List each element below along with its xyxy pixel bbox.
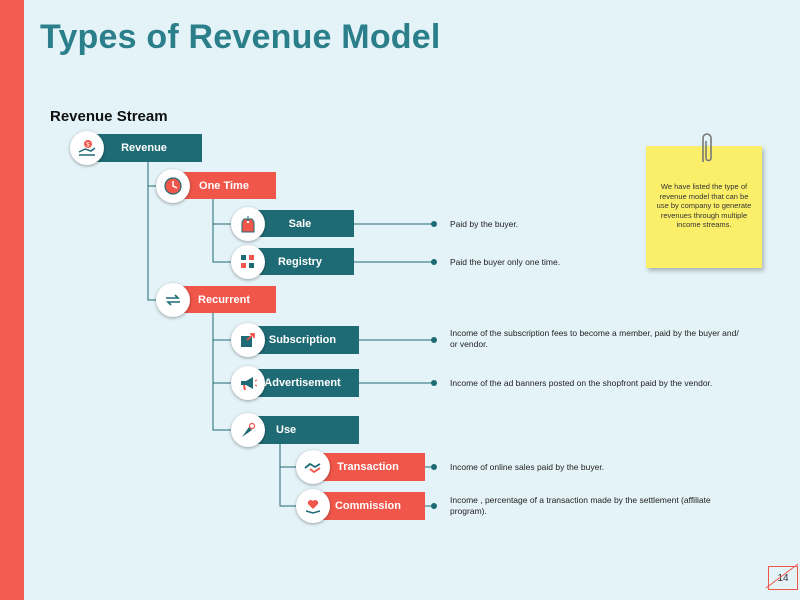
page-number: 14 [768, 566, 798, 590]
connector-dot [431, 221, 437, 227]
desc-advertisement: Income of the ad banners posted on the s… [450, 378, 713, 388]
share-icon [231, 323, 265, 357]
connector-dot [431, 503, 437, 509]
desc-sale: Paid by the buyer. [450, 219, 519, 229]
page-title: Types of Revenue Model [40, 18, 441, 56]
sticky-note: We have listed the type of revenue model… [646, 146, 762, 268]
desc-subscription: Income of the subscription fees to becom… [450, 328, 739, 349]
node-transaction: Transaction [311, 453, 425, 481]
heart-hand-icon [296, 489, 330, 523]
node-revenue: Revenue [86, 134, 202, 162]
node-commission: Commission [311, 492, 425, 520]
grid-icon [231, 245, 265, 279]
desc-commission: Income , percentage of a transaction mad… [450, 495, 711, 516]
pointer-icon [231, 413, 265, 447]
sticky-note-text: We have listed the type of revenue model… [656, 182, 752, 229]
connector-dot [431, 337, 437, 343]
page-corner-accent [765, 563, 799, 589]
connector-dot [431, 259, 437, 265]
revenue-icon: $ [70, 131, 104, 165]
handshake-icon [296, 450, 330, 484]
section-subtitle: Revenue Stream [50, 108, 168, 125]
clock-icon [156, 169, 190, 203]
left-accent-bar [0, 0, 24, 600]
repeat-icon [156, 283, 190, 317]
price-tag-icon [231, 207, 265, 241]
megaphone-icon [231, 366, 265, 400]
connector-dot [431, 464, 437, 470]
paperclip-icon [702, 133, 712, 162]
node-one-time: One Time [172, 172, 276, 199]
svg-text:$: $ [86, 143, 90, 149]
desc-transaction: Income of online sales paid by the buyer… [450, 462, 605, 472]
desc-registry: Paid the buyer only one time. [450, 257, 561, 267]
connector-dot [431, 380, 437, 386]
